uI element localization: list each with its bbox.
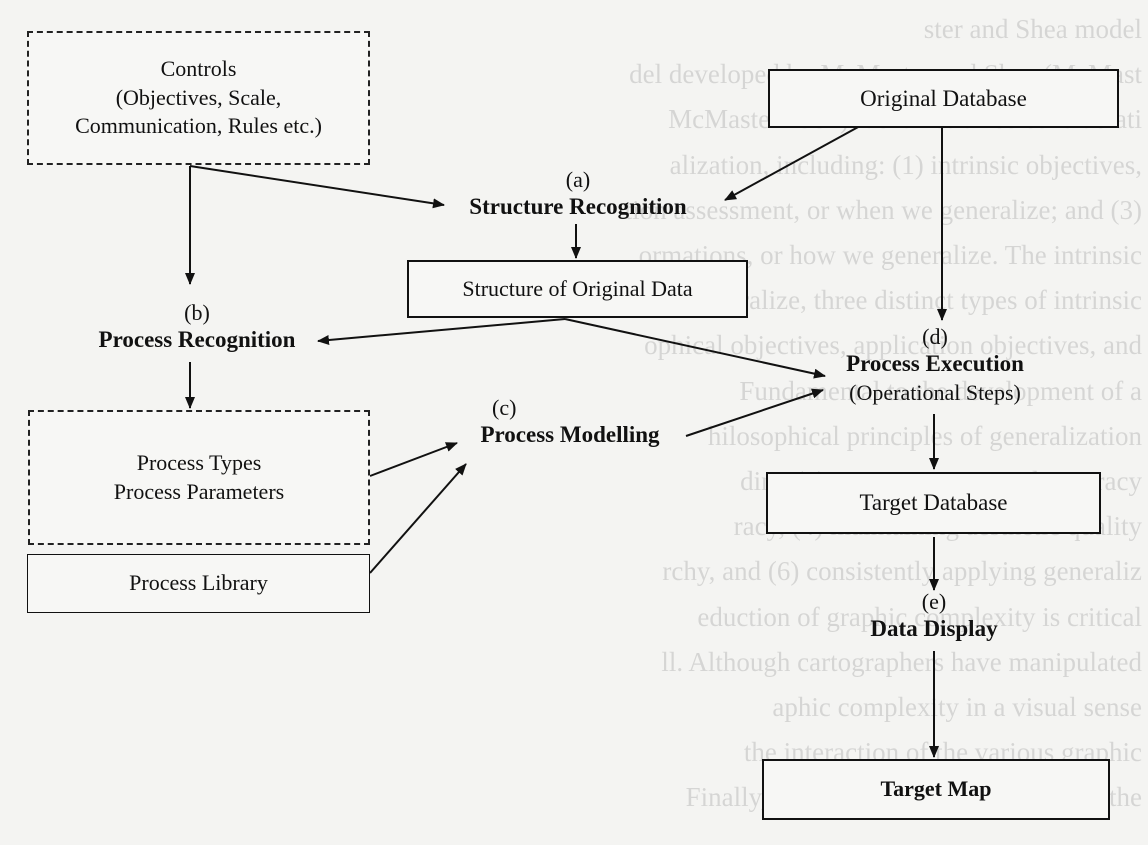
controls-line-communication: Communication, Rules etc.): [75, 113, 322, 139]
stage-e-name: Data Display: [870, 616, 998, 642]
stage-d-subtitle: (Operational Steps): [849, 380, 1021, 406]
stage-structure-recognition: (a) Structure Recognition: [448, 167, 708, 222]
original-database-label: Original Database: [860, 85, 1027, 111]
structure-of-original-data-box: Structure of Original Data: [407, 260, 748, 318]
controls-line-objectives: (Objectives, Scale,: [115, 84, 282, 110]
arrow-structure-data-to-process-recognition: [317, 318, 566, 346]
target-database-label: Target Database: [859, 490, 1008, 516]
stage-a-name: Structure Recognition: [469, 194, 687, 220]
arrow-structure-data-to-process-execution: [564, 318, 826, 379]
stage-data-display: (e) Data Display: [824, 589, 1044, 644]
stage-d-name: Process Execution: [846, 351, 1024, 377]
process-library-box: Process Library: [27, 554, 370, 613]
arrow-process-library-to-process-modelling: [369, 463, 467, 574]
process-types-label: Process Types: [136, 449, 262, 475]
arrow-process-types-to-process-modelling: [369, 442, 458, 477]
structure-of-original-data-label: Structure of Original Data: [462, 275, 693, 301]
controls-title: Controls: [160, 56, 237, 82]
target-map-box: Target Map: [762, 759, 1110, 820]
stage-b-name: Process Recognition: [98, 327, 296, 353]
arrow-original-db-to-structure-recognition: [724, 125, 861, 201]
stage-b-letter: (b): [184, 300, 210, 325]
target-map-label: Target Map: [880, 776, 992, 802]
process-parameters-label: Process Parameters: [113, 478, 285, 504]
stage-c-letter: (c): [492, 395, 517, 420]
target-database-box: Target Database: [766, 472, 1101, 534]
original-database-box: Original Database: [768, 69, 1119, 128]
process-types-box: Process Types Process Parameters: [28, 410, 370, 545]
arrow-process-modelling-to-process-execution: [685, 388, 824, 437]
stage-e-letter: (e): [921, 589, 947, 614]
stage-process-execution: (d) Process Execution (Operational Steps…: [815, 324, 1055, 407]
stage-c-name: Process Modelling: [480, 422, 660, 448]
process-library-label: Process Library: [129, 570, 268, 596]
arrow-controls-to-structure-recognition: [189, 165, 445, 209]
stage-d-letter: (d): [922, 324, 948, 349]
stage-process-recognition: (b) Process Recognition: [72, 300, 322, 355]
stage-process-modelling: (c) Process Modelling: [440, 395, 700, 450]
stage-a-letter: (a): [565, 167, 591, 192]
controls-box: Controls (Objectives, Scale, Communicati…: [27, 31, 370, 165]
